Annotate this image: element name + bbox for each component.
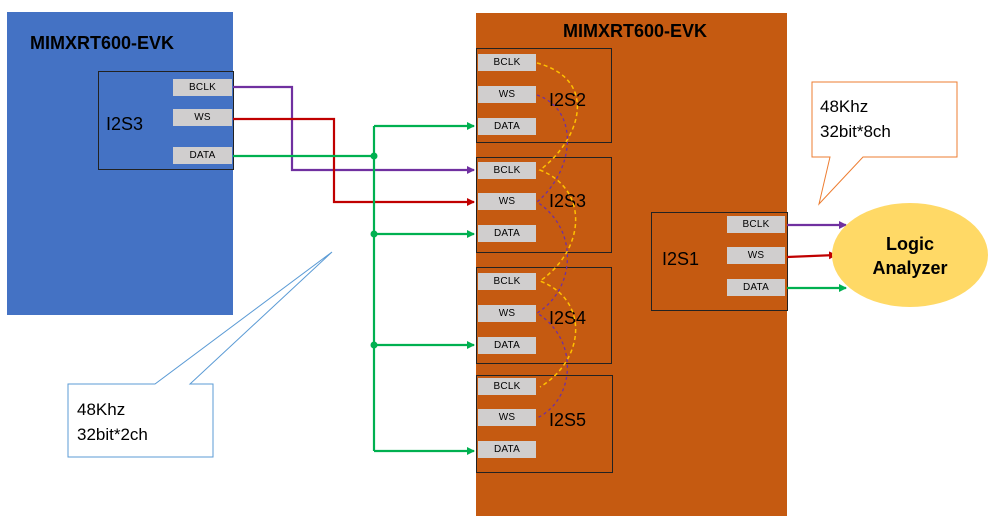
logic-analyzer-label: Logic Analyzer <box>845 232 975 280</box>
i2s5-label: I2S5 <box>549 410 587 430</box>
internal-bclk-link <box>536 62 578 388</box>
left-i2s3-label: I2S3 <box>106 114 144 134</box>
i2s5-block <box>476 375 613 473</box>
out-ws-wire <box>786 251 837 260</box>
i2s2-pin-ws: WS <box>478 86 536 103</box>
i2s3-block <box>476 157 612 253</box>
bclk-wire <box>233 85 475 174</box>
left-i2s3-block <box>98 71 234 170</box>
i2s3-pin-ws: WS <box>478 193 536 210</box>
i2s4-pin-bclk: BCLK <box>478 273 536 290</box>
right-callout-line1: 48Khz <box>820 97 869 116</box>
i2s1-block <box>651 212 788 311</box>
i2s4-pin-ws: WS <box>478 305 536 322</box>
i2s1-pin-data: DATA <box>727 279 785 296</box>
left-callout-shape <box>67 251 333 458</box>
logic-analyzer-shape <box>832 203 988 307</box>
i2s3-label: I2S3 <box>549 191 587 211</box>
i2s2-block <box>476 48 612 143</box>
left-pin-ws: WS <box>173 109 232 126</box>
i2s2-pin-data: DATA <box>478 118 536 135</box>
i2s4-pin-data: DATA <box>478 337 536 354</box>
left-pin-bclk: BCLK <box>173 79 232 96</box>
internal-ws-link <box>535 94 568 419</box>
i2s3-pin-data: DATA <box>478 225 536 242</box>
i2s5-pin-ws: WS <box>478 409 536 426</box>
left-board-title: MIMXRT600-EVK <box>30 33 175 53</box>
left-callout-line1: 48Khz <box>77 400 126 419</box>
i2s2-pin-bclk: BCLK <box>478 54 536 71</box>
logic-analyzer-line1: Logic <box>886 234 934 254</box>
i2s3-pin-bclk: BCLK <box>478 162 536 179</box>
junction-dot <box>370 152 378 160</box>
right-callout-shape <box>811 81 958 206</box>
i2s4-label: I2S4 <box>549 308 587 328</box>
left-callout-line2: 32bit*2ch <box>77 425 148 444</box>
junction-dot <box>370 230 378 238</box>
right-board-title: MIMXRT600-EVK <box>563 21 708 41</box>
i2s4-block <box>476 267 612 364</box>
right-callout-line2: 32bit*8ch <box>820 122 891 141</box>
left-callout-text: 48Khz 32bit*2ch <box>77 397 148 447</box>
i2s1-label: I2S1 <box>662 249 700 269</box>
ws-wire <box>233 117 475 206</box>
left-pin-data: DATA <box>173 147 232 164</box>
junction-dot <box>370 341 378 349</box>
right-callout-text: 48Khz 32bit*8ch <box>820 94 891 144</box>
i2s2-label: I2S2 <box>549 90 587 110</box>
i2s5-pin-bclk: BCLK <box>478 378 536 395</box>
i2s1-pin-ws: WS <box>727 247 785 264</box>
i2s5-pin-data: DATA <box>478 441 536 458</box>
logic-analyzer-line2: Analyzer <box>872 258 948 278</box>
i2s1-pin-bclk: BCLK <box>727 216 785 233</box>
